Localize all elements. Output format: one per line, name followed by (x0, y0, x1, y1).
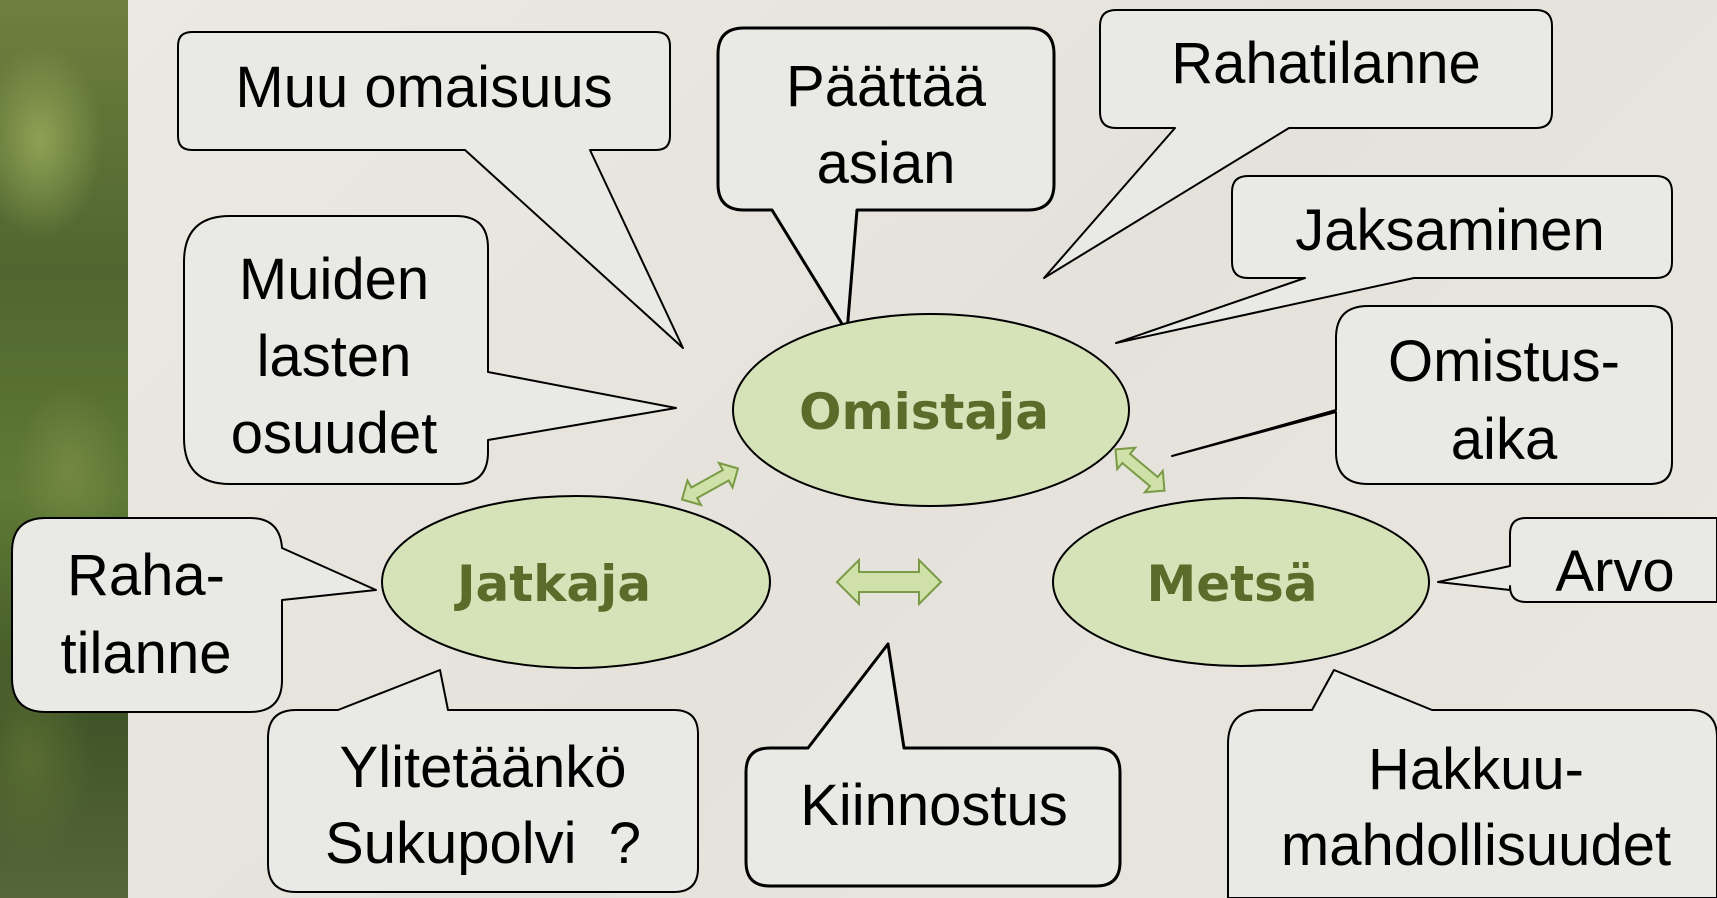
callout-paattaa-line2: asian (816, 131, 956, 196)
callout-ylitetaanko-line2: Sukupolvi ? (325, 811, 641, 876)
callout-muu-omaisuus-bubble (177, 31, 684, 349)
callout-arvo-bubble (1437, 517, 1717, 603)
callout-paattaa-line1: Päättää (786, 54, 986, 119)
callout-ylitetaanko-bubble (267, 669, 699, 893)
callout-raha-line2: tilanne (60, 621, 232, 686)
callout-jaksaminen-text: Jaksaminen (1295, 198, 1605, 263)
node-jatkaja-label: Jatkaja (456, 555, 652, 613)
callout-omistusaika-bubble (1171, 305, 1673, 485)
callout-kiinnostus-bubble (744, 642, 1122, 888)
background-photo-strip (0, 0, 128, 898)
callout-muiden-line3: osuudet (230, 401, 438, 466)
node-metsa-ellipse (1052, 497, 1430, 667)
callout-muiden-line2: lasten (256, 324, 412, 389)
node-omistaja-label: Omistaja (798, 383, 1050, 441)
double-arrow-omistaja-metsa (1114, 446, 1166, 494)
callout-hakkuu-line1: Hakkuu- (1368, 737, 1584, 802)
callout-hakkuu-line2: mahdollisuudet (1280, 813, 1672, 878)
node-omistaja-ellipse (732, 313, 1130, 507)
callout-arvo-text: Arvo (1555, 539, 1675, 604)
callout-omistusaika-line1: Omistus- (1388, 329, 1620, 394)
callout-muu-omaisuus-text: Muu omaisuus (235, 55, 613, 120)
callout-jaksaminen-bubble (1115, 175, 1673, 344)
callout-raha-tilanne-bubble (11, 517, 377, 713)
double-arrow-horizontal (835, 557, 943, 607)
callout-muiden-bubble (183, 215, 677, 485)
callout-muiden-line1: Muiden (238, 247, 430, 312)
double-arrow-jatkaja-omistaja (680, 461, 740, 507)
callout-ylitetaanko-line1: Ylitetäänkö (339, 735, 627, 800)
callout-raha-line1: Raha- (67, 543, 225, 608)
node-metsa-label: Metsä (1146, 555, 1318, 613)
callout-rahatilanne-bubble (1043, 9, 1553, 279)
callout-paattaa-bubble (716, 26, 1056, 334)
node-jatkaja-ellipse (381, 495, 771, 669)
callout-kiinnostus-text: Kiinnostus (800, 773, 1068, 838)
callout-omistusaika-line2: aika (1450, 407, 1558, 472)
callout-rahatilanne-text: Rahatilanne (1171, 31, 1481, 96)
